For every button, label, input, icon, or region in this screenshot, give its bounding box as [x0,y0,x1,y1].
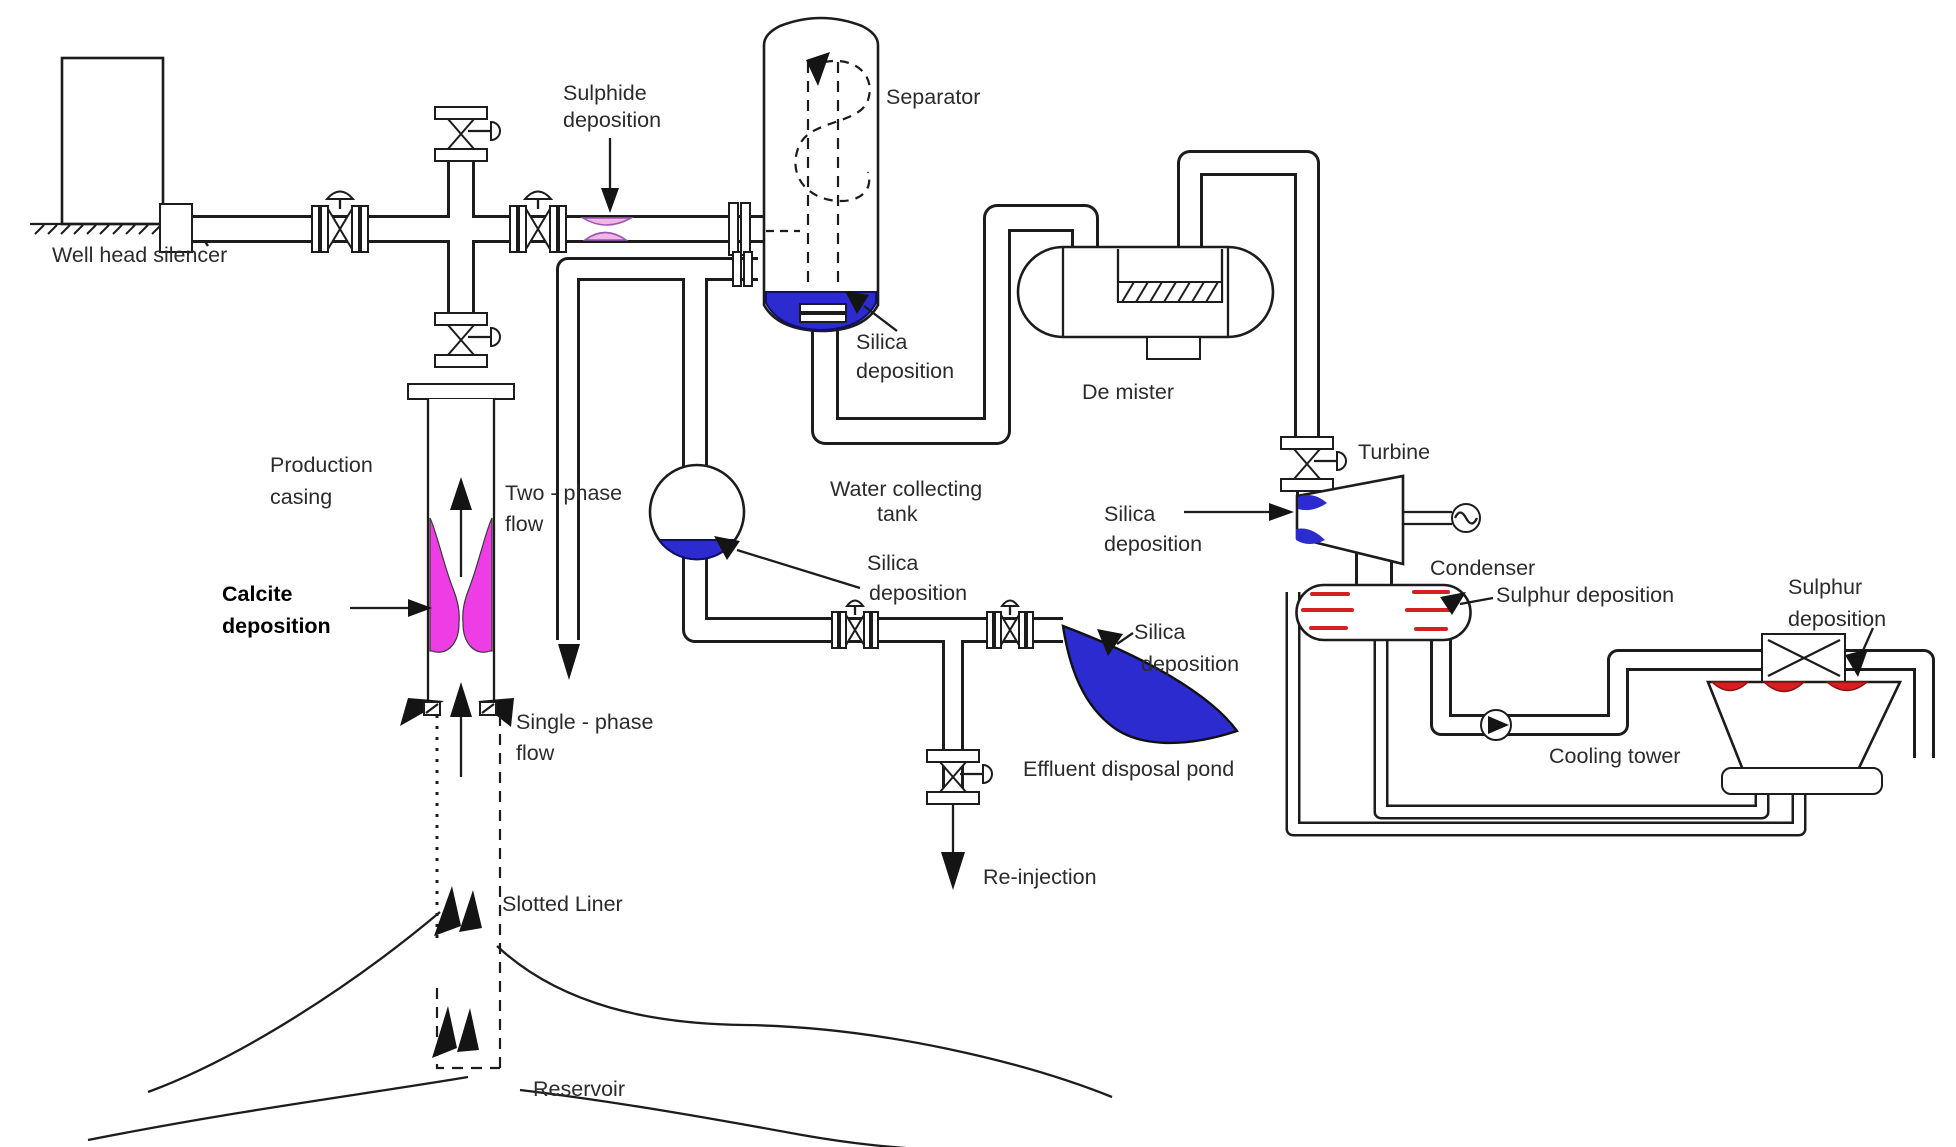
label-sulphur-tower: Sulphur [1788,575,1862,599]
water-collecting-tank [648,463,746,561]
svg-text:flow: flow [505,512,544,536]
steam-pipe-separator-demister [811,204,1099,445]
well-head-silencer [30,56,209,247]
pump-icon [1480,709,1512,741]
svg-text:deposition: deposition [856,359,954,383]
turbine [1295,474,1481,566]
single-phase-arrow-icon [450,682,472,777]
slotted-liner [435,715,502,1070]
label-reservoir: Reservoir [533,1077,625,1101]
label-cooling-tower: Cooling tower [1549,744,1680,768]
calcite-arrow [350,599,432,617]
svg-text:casing: casing [270,485,332,509]
cooling-tower [1706,633,1903,795]
label-de-mister: De mister [1082,380,1174,404]
cooling-circuit-pipes [1285,592,1935,837]
label-production-casing: Production [270,453,373,477]
drain-arrow-icon [558,644,580,680]
silica-separator-arrow [845,291,898,332]
two-phase-arrow-icon [450,477,472,577]
label-turbine: Turbine [1358,440,1430,464]
sulphide-deposit [580,217,635,241]
label-slotted-liner: Slotted Liner [502,892,623,916]
condenser-sulphur-streaks [1301,590,1454,631]
label-sulphur-condenser: Sulphur deposition [1496,583,1674,607]
separator-swirl-icon [794,59,871,203]
label-silica-tank: Silica [867,551,918,575]
sulphur-tower-arrow [1845,627,1875,677]
main-two-phase-line [190,158,764,318]
label-silica-separator: Silica [856,330,907,354]
label-calcite-deposition: Calcite [222,582,293,606]
label-effluent-pond: Effluent disposal pond [1023,757,1234,781]
sulphide-arrow [601,138,619,213]
label-silica-pond: Silica [1134,620,1185,644]
label-separator: Separator [886,85,980,109]
silica-turbine-arrow [1184,503,1294,521]
production-casing [400,383,515,777]
separator-inflow-arrow-icon [806,52,830,86]
label-single-phase-flow: Single - phase [516,710,653,734]
reservoir-flowlines [87,886,1113,1147]
svg-text:flow: flow [516,741,555,765]
condenser [1295,583,1472,642]
master-valve-icon [433,105,502,163]
svg-text:deposition: deposition [1104,532,1202,556]
silencer-nozzle [159,203,193,253]
water-pipes [556,257,1063,800]
svg-text:tank: tank [877,502,918,526]
re-injection-arrow-icon [941,805,965,890]
label-re-injection: Re-injection [983,865,1097,889]
svg-text:deposition: deposition [869,581,967,605]
demister-vessel [1016,245,1275,360]
label-sulphide-deposition: Sulphide [563,81,647,105]
silica-pond-arrow [1097,629,1134,656]
sulphur-condenser-arrow [1440,592,1494,615]
silica-tank-arrow [714,536,861,590]
tower-sulphur-deposits [1710,681,1869,693]
svg-text:deposition: deposition [1788,607,1886,631]
calcite-deposit [429,517,460,653]
svg-text:deposition: deposition [563,108,661,132]
wing-valve-icon [433,311,502,369]
label-silica-turbine: Silica [1104,502,1155,526]
demister-drain-nozzle [1146,336,1201,360]
casing-shoe-icon [400,698,514,727]
label-well-head-silencer: Well head silencer [52,243,227,267]
turbine-silica-deposit [1298,495,1327,511]
label-two-phase-flow: Two - phase [505,481,622,505]
effluent-pond [1061,624,1239,745]
separator-vessel [728,16,880,333]
svg-text:deposition: deposition [222,614,331,638]
turbine-stop-valve-icon [1279,435,1348,493]
tower-basin [1721,767,1883,795]
label-condenser: Condenser [1430,556,1535,580]
svg-text:deposition: deposition [1141,652,1239,676]
fan-icon [1767,638,1841,678]
label-water-collecting-tank: Water collecting [830,477,982,501]
